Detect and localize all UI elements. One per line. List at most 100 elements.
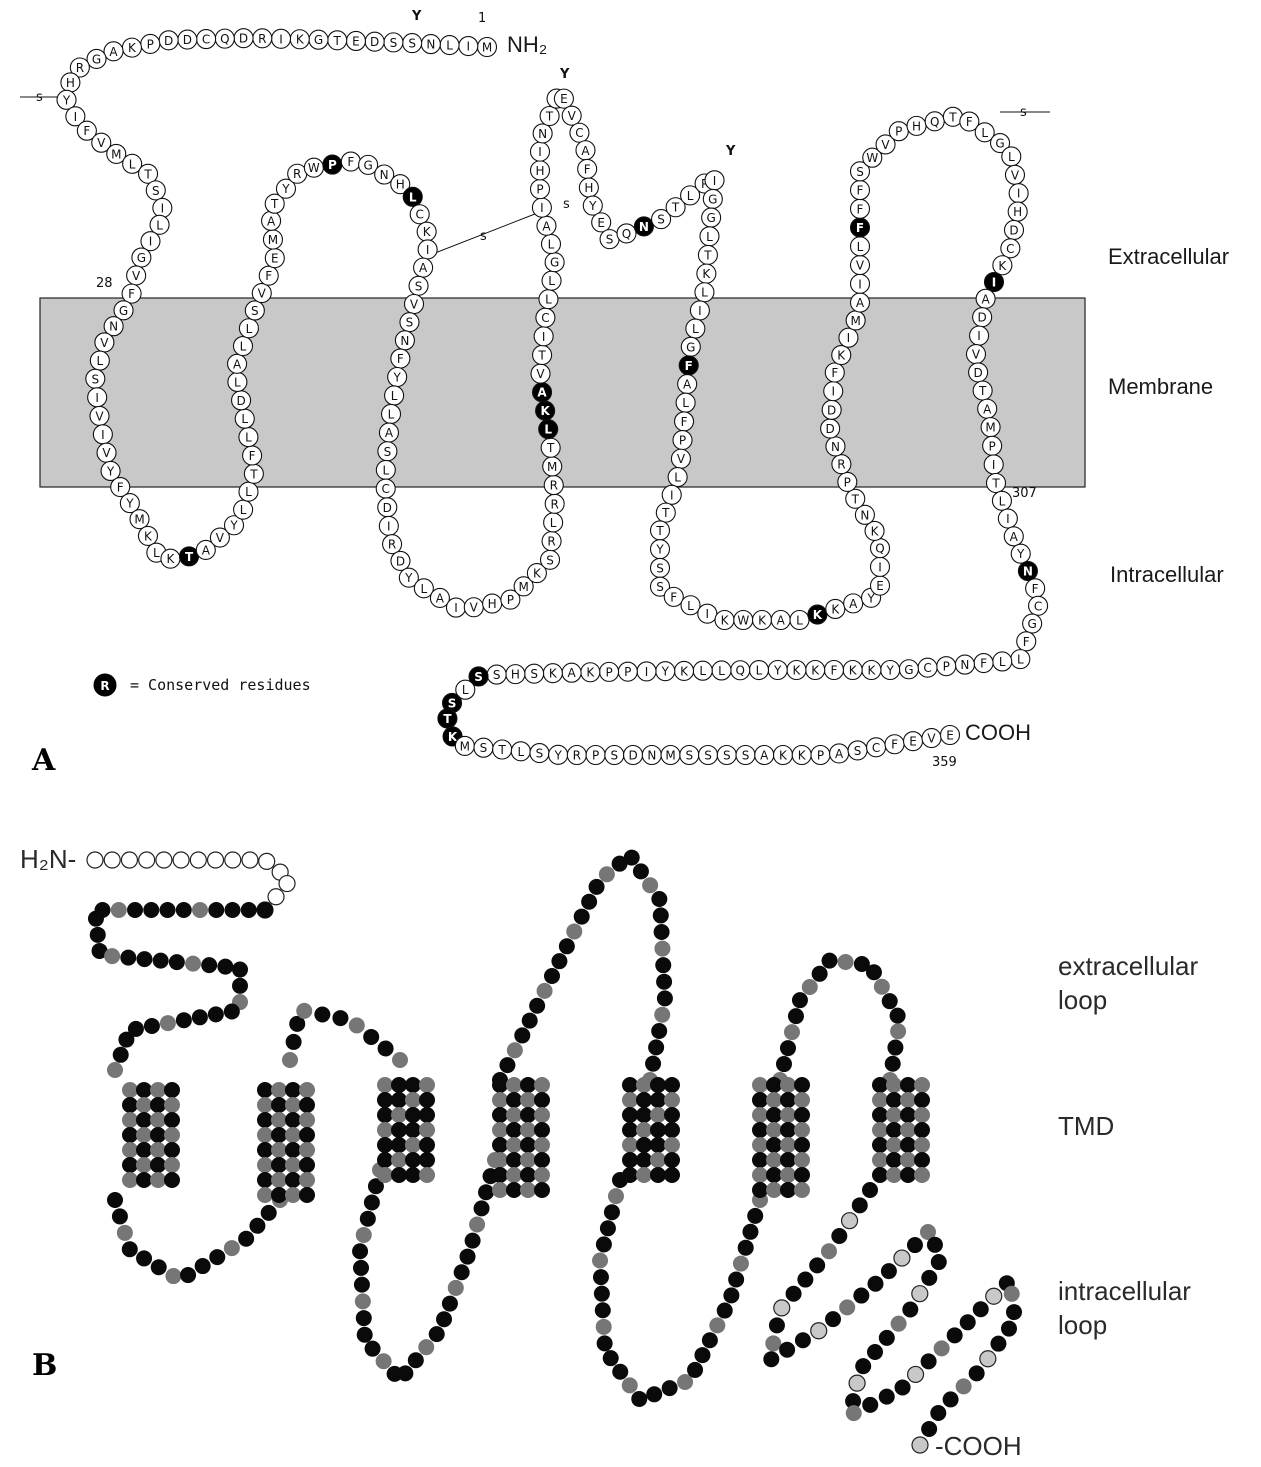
residue: E bbox=[554, 89, 573, 108]
bead bbox=[592, 1253, 608, 1269]
bead bbox=[747, 1208, 763, 1224]
residue: C bbox=[197, 30, 216, 49]
bead bbox=[862, 1397, 878, 1413]
residue: Y bbox=[651, 540, 670, 559]
svg-text:Y: Y bbox=[106, 464, 115, 478]
residue: T bbox=[973, 381, 992, 400]
svg-text:V: V bbox=[132, 269, 141, 283]
residue: R bbox=[383, 535, 402, 554]
svg-text:V: V bbox=[568, 109, 577, 123]
svg-text:D: D bbox=[239, 32, 248, 46]
conserved-residue: K bbox=[808, 605, 827, 624]
residue: V bbox=[966, 345, 985, 364]
bead bbox=[285, 1172, 301, 1188]
bead bbox=[271, 1082, 287, 1098]
panel-a-letter: A bbox=[31, 743, 56, 778]
bead bbox=[657, 990, 673, 1006]
bead bbox=[492, 1152, 508, 1168]
bead bbox=[122, 1241, 138, 1257]
residue: K bbox=[826, 599, 845, 618]
conserved-residue: L bbox=[539, 420, 558, 439]
residue: D bbox=[391, 551, 410, 570]
svg-text:P: P bbox=[605, 665, 612, 679]
svg-text:L: L bbox=[674, 471, 681, 485]
svg-text:Y: Y bbox=[655, 543, 664, 557]
residue: Y bbox=[768, 661, 787, 680]
residue: I bbox=[534, 327, 553, 346]
residue: I bbox=[532, 198, 551, 217]
svg-text:I: I bbox=[977, 329, 981, 343]
residue: S bbox=[245, 301, 264, 320]
bead bbox=[419, 1167, 435, 1183]
bead bbox=[257, 1187, 273, 1203]
bead bbox=[285, 1112, 301, 1128]
svg-text:A: A bbox=[385, 426, 394, 440]
svg-text:S: S bbox=[536, 747, 544, 761]
svg-text:A: A bbox=[542, 219, 551, 233]
residue: A bbox=[678, 375, 697, 394]
svg-text:L: L bbox=[544, 423, 552, 437]
residue: V bbox=[405, 294, 424, 313]
bead bbox=[765, 1335, 781, 1351]
bead bbox=[514, 1027, 530, 1043]
svg-text:D: D bbox=[628, 749, 637, 763]
svg-text:K: K bbox=[680, 664, 689, 678]
svg-text:C: C bbox=[416, 208, 424, 222]
bead bbox=[794, 1152, 810, 1168]
svg-text:F: F bbox=[397, 352, 404, 366]
bead bbox=[296, 1003, 312, 1019]
svg-text:G: G bbox=[314, 33, 323, 47]
residue: M bbox=[455, 736, 474, 755]
bead bbox=[914, 1077, 930, 1093]
residue: T bbox=[244, 464, 263, 483]
svg-text:A: A bbox=[835, 747, 844, 761]
residue: K bbox=[543, 664, 562, 683]
svg-text:G: G bbox=[92, 52, 101, 66]
residue: R bbox=[253, 29, 272, 48]
bead bbox=[113, 1047, 129, 1063]
bead bbox=[914, 1137, 930, 1153]
panel-b-bead-model: H₂N--COOHextracellularloopTMDintracellul… bbox=[20, 844, 1199, 1461]
bead bbox=[544, 968, 560, 984]
residue: P bbox=[586, 746, 605, 765]
residue: S bbox=[86, 369, 105, 388]
residue: D bbox=[234, 29, 253, 48]
bead bbox=[566, 923, 582, 939]
bead bbox=[391, 1122, 407, 1138]
residue: Y bbox=[1011, 544, 1030, 563]
bead bbox=[164, 1172, 180, 1188]
bead bbox=[164, 1157, 180, 1173]
svg-text:S: S bbox=[685, 749, 693, 763]
residue: S bbox=[717, 746, 736, 765]
svg-text:S: S bbox=[611, 749, 619, 763]
residue: A bbox=[1004, 527, 1023, 546]
svg-text:P: P bbox=[624, 665, 631, 679]
bead bbox=[654, 924, 670, 940]
svg-text:L: L bbox=[699, 664, 706, 678]
residue: G bbox=[132, 248, 151, 267]
bead bbox=[465, 1233, 481, 1249]
bead bbox=[492, 1092, 508, 1108]
svg-text:T: T bbox=[661, 506, 670, 520]
residue: C bbox=[1029, 596, 1048, 615]
bead bbox=[271, 1172, 287, 1188]
bead bbox=[763, 1351, 779, 1367]
residue: K bbox=[715, 611, 734, 630]
bead bbox=[520, 1182, 536, 1198]
residue: L bbox=[376, 460, 395, 479]
bead bbox=[752, 1167, 768, 1183]
svg-text:I: I bbox=[992, 458, 996, 472]
residue: I bbox=[970, 326, 989, 345]
svg-text:D: D bbox=[383, 501, 392, 515]
residue: L bbox=[511, 742, 530, 761]
bead bbox=[257, 1127, 273, 1143]
bead bbox=[842, 1213, 858, 1229]
bead bbox=[363, 1029, 379, 1045]
svg-text:L: L bbox=[857, 240, 864, 254]
bead bbox=[506, 1077, 522, 1093]
bead bbox=[529, 998, 545, 1014]
svg-text:L: L bbox=[548, 237, 555, 251]
svg-text:L: L bbox=[706, 230, 713, 244]
bead bbox=[136, 1112, 152, 1128]
residue: D bbox=[365, 32, 384, 51]
